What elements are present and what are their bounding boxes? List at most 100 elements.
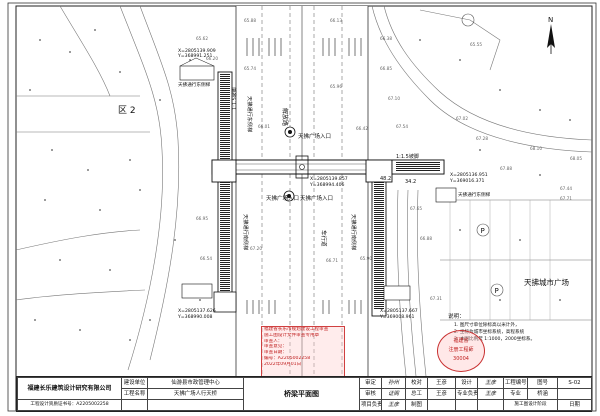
blank-b xyxy=(477,399,504,411)
spot-height-label: 65.74 xyxy=(244,66,256,71)
stamp-line-7: 2022年09月01日 xyxy=(264,361,302,367)
stamp-line-2: 施工图设计文件审查专用章 xyxy=(264,332,320,338)
stair-label-bottom-left: 天拂通行南侧梯 xyxy=(242,214,250,250)
left-stair xyxy=(211,71,237,313)
coord-callout-3: X=2805136.951 Y=369016.371 xyxy=(435,172,488,203)
entrance-label-mid: 天拂广场入口 xyxy=(298,132,331,140)
entrance-label-right: 天拂广场入口 xyxy=(300,194,333,202)
svg-text:Y=368994.406: Y=368994.406 xyxy=(309,182,344,188)
stamp-line-1: 福建省长乐市规划建设工程审查 xyxy=(264,327,329,332)
stage-label: 专业 xyxy=(503,388,528,400)
spot-height-label: 66.42 xyxy=(356,126,368,131)
parking-sign-1 xyxy=(476,223,490,237)
north-label: N xyxy=(548,16,553,24)
spot-height-label: 67.28 xyxy=(476,136,488,141)
area-label-right: 天拂城市广场 xyxy=(524,277,569,287)
name-chief: 王彦 xyxy=(427,388,456,400)
role-design: 设计 xyxy=(455,377,478,389)
spot-height-label: 66.95 xyxy=(196,216,208,221)
project-label: 工程名称 xyxy=(121,388,148,400)
svg-text:Y=368991.251: Y=368991.251 xyxy=(177,53,212,59)
crosswalk-top xyxy=(246,38,362,56)
notes-line-2: 2. 坐标为城市坐标系统，高程系统 xyxy=(454,328,525,335)
parking-sign-3 xyxy=(461,13,475,27)
svg-text:Y=369016.371: Y=369016.371 xyxy=(449,178,484,184)
sig-check: 证阁 xyxy=(381,388,406,400)
seal-code: 30004 xyxy=(453,356,469,362)
stair-label-top-left: 天拂通行东侧梯 xyxy=(246,96,254,132)
sig-approve: 孙州 xyxy=(381,377,406,389)
stamp-line-4: 审查意见： xyxy=(264,344,287,350)
lane-label: 车行道 xyxy=(320,230,328,247)
right-stair xyxy=(365,159,445,317)
survey-dots-left xyxy=(29,29,201,341)
draw-blank xyxy=(427,399,456,411)
coord-callout-1: X=2805139.909 Y=368991.251 xyxy=(177,48,216,81)
company-cert: 工程设计资质证书号：A2205002258 xyxy=(17,399,122,411)
spot-height-label: 67.65 xyxy=(410,206,422,211)
sheet-blank xyxy=(557,388,592,400)
crosswalk-bottom xyxy=(246,300,362,314)
spot-height-label: 67.10 xyxy=(388,96,400,101)
left-landscape xyxy=(15,5,180,371)
spot-height-label: 65.88 xyxy=(244,18,256,23)
seal-top: 福建省 xyxy=(453,338,469,344)
sig-prof: 王彦 xyxy=(477,388,504,400)
spot-height-label: 68.10 xyxy=(530,146,542,151)
role-chief: 总工 xyxy=(405,388,428,400)
stair-label-top-right-box: 天拂通行东侧梯 xyxy=(458,191,491,198)
sheet-label: 图号 xyxy=(527,377,558,389)
slope-label-2: 1:1.5坡脚 xyxy=(396,153,419,160)
svg-text:X=2805136.951: X=2805136.951 xyxy=(450,172,488,178)
spot-height-label: 66.85 xyxy=(380,66,392,71)
spot-height-label: 67.02 xyxy=(456,116,468,121)
client-blank xyxy=(121,399,148,411)
drawing-no-label: 工程编号 xyxy=(503,377,528,389)
spot-height-label: 66.54 xyxy=(200,256,212,261)
span-label-2: 34.2 xyxy=(405,179,416,185)
stage-phase: 施工图设计阶段 xyxy=(503,399,558,411)
spot-height-label: 65.90 xyxy=(360,256,372,261)
spot-height-label: 66.13 xyxy=(330,18,342,23)
spot-height-label: 65.96 xyxy=(330,84,342,89)
spot-height-label: 65.62 xyxy=(196,36,208,41)
project-value: 天拂广场人行天桥 xyxy=(147,388,244,400)
right-lot xyxy=(449,200,551,320)
sheet-value: S-02 xyxy=(557,377,592,389)
spot-heights: 65.6266.2065.8865.7466.0166.1365.9666.42… xyxy=(196,18,582,301)
company-name: 福建长乐建筑设计研究有限公司 xyxy=(17,377,122,400)
spot-height-label: 67.54 xyxy=(396,124,408,129)
notes-line-3: 3. 本图比例尺 1:1000，2000坐标系。 xyxy=(454,335,535,342)
stage-value: 桥涵 xyxy=(527,388,558,400)
role-check: 审核 xyxy=(359,388,382,400)
spot-height-label: 68.05 xyxy=(570,156,582,161)
name-review: 王彦 xyxy=(427,377,456,389)
notes-title: 说明： xyxy=(448,312,465,320)
entrance-label-left: 天拂广场入口 xyxy=(266,194,299,202)
date-label: 日期 xyxy=(557,399,592,411)
role-approve: 审定 xyxy=(359,377,382,389)
svg-text:X=2805139.909: X=2805139.909 xyxy=(178,48,216,54)
spot-height-label: 66.71 xyxy=(326,258,338,263)
spot-height-label: 66.20 xyxy=(206,56,218,61)
parking-label-1: P xyxy=(481,227,485,235)
role-draw: 制图 xyxy=(405,399,428,411)
svg-text:Y=369008.961: Y=369008.961 xyxy=(379,314,414,320)
area-label-left: 区 2 xyxy=(118,105,136,116)
spot-height-label: 67.88 xyxy=(500,166,512,171)
main-road xyxy=(235,6,369,376)
role-prof: 专业负责 xyxy=(455,388,478,400)
engineer-seal: 福建省 注册工程师 30004 xyxy=(437,330,485,372)
spot-height-label: 66.38 xyxy=(380,36,392,41)
span-label: 48.2 xyxy=(380,176,391,182)
coord-callout-2: X=2805139.857 Y=368994.406 xyxy=(309,176,348,188)
north-arrow-icon xyxy=(547,24,555,54)
entrance-marker-mid xyxy=(283,126,296,202)
stamp-line-3: 审查人： xyxy=(264,338,283,344)
role-lead: 项目负责 xyxy=(359,399,382,411)
sig-lead: 王彦 xyxy=(381,399,406,411)
spot-height-label: 67.71 xyxy=(560,196,572,201)
spot-height-label: 67.44 xyxy=(560,186,572,191)
coord-callout-5: X=2805137.667 Y=369008.961 xyxy=(379,285,418,320)
